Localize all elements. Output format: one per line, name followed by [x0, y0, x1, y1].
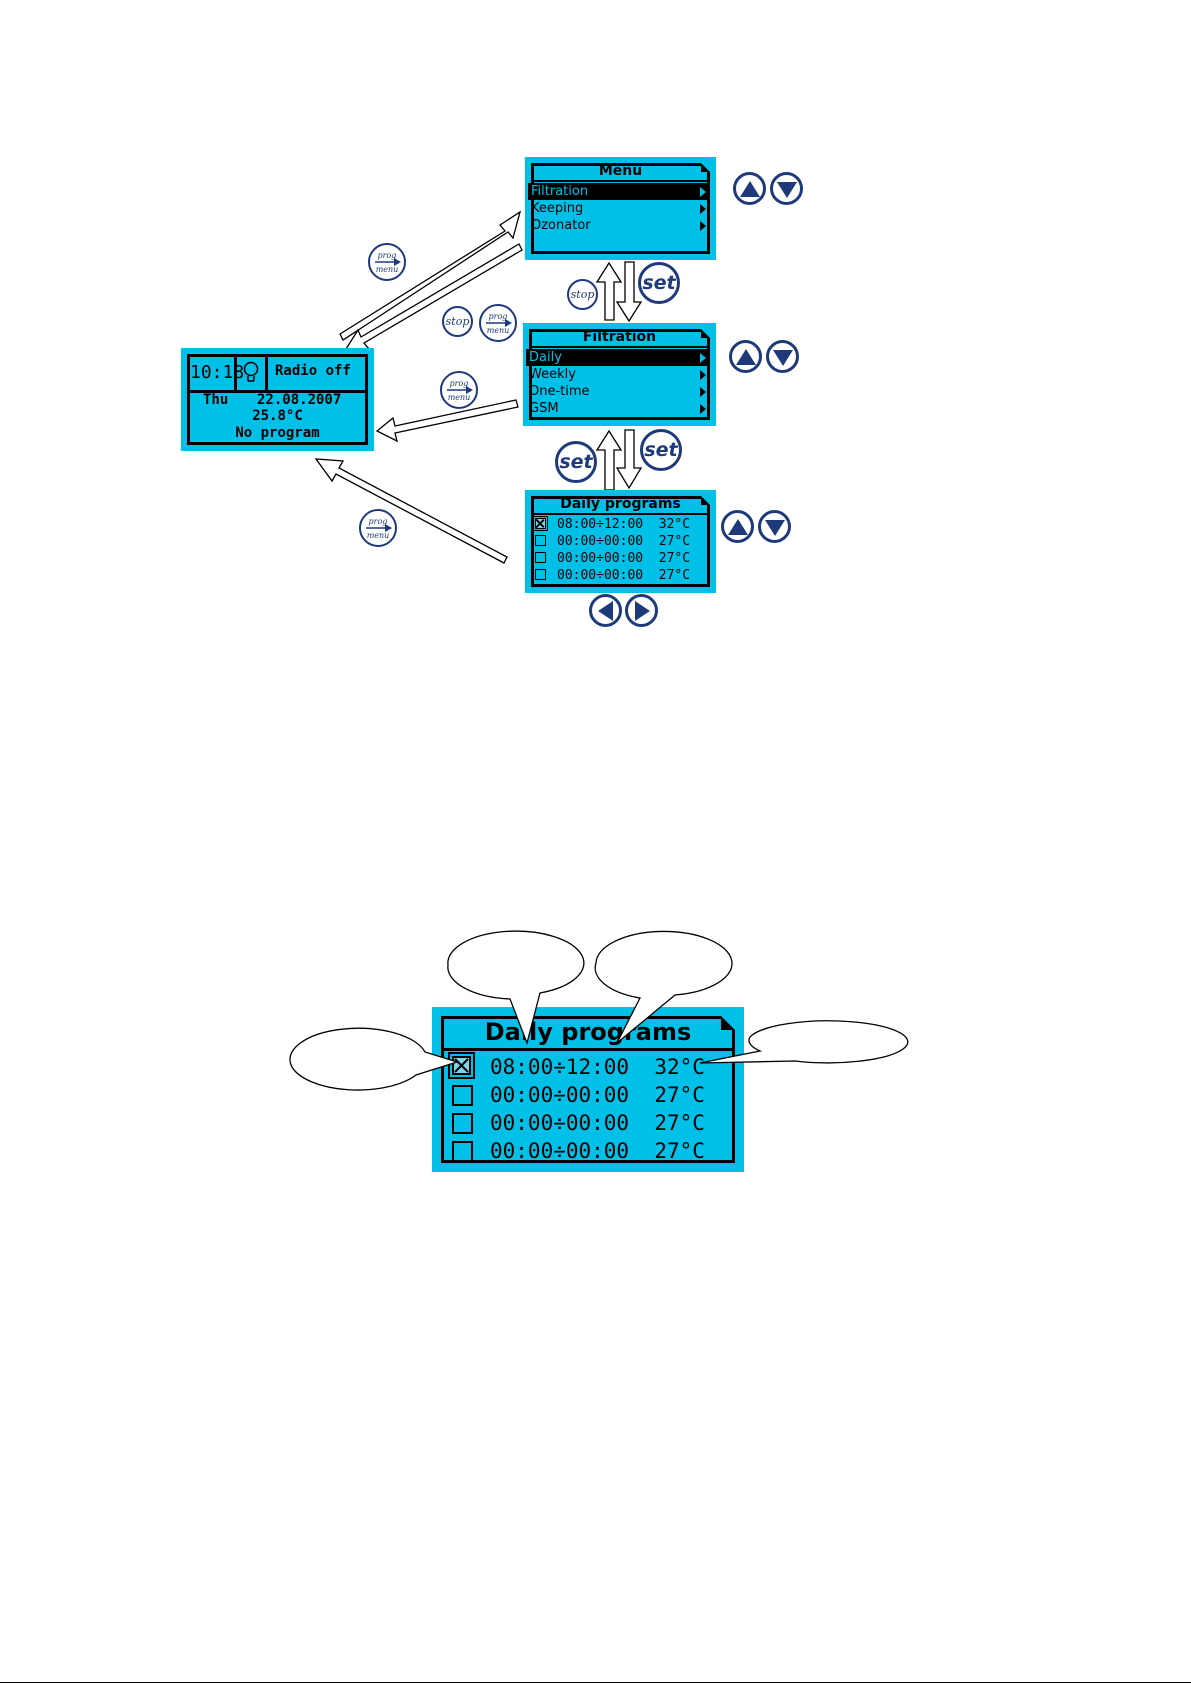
- daily-screen: Daily programs 08:00÷12:00 32°C 00:00÷00…: [525, 490, 716, 593]
- arrow-up-icon: [740, 181, 760, 197]
- arrow-down-icon: [773, 350, 793, 366]
- daily-row[interactable]: 00:00÷00:00 27°C: [535, 567, 706, 584]
- arrow-down-icon: [765, 520, 785, 536]
- checkbox-icon[interactable]: [452, 1141, 473, 1162]
- arrow-left-icon: [598, 601, 613, 621]
- prog-menu-button[interactable]: prog menu: [440, 371, 478, 409]
- up-button[interactable]: [733, 172, 766, 205]
- filtration-screen: Filtration Daily Weekly One-time GSM: [523, 323, 716, 426]
- menu-item-ozonator[interactable]: Ozonator: [531, 217, 708, 234]
- arrow-right-icon: [486, 319, 512, 327]
- filtration-item-gsm[interactable]: GSM: [529, 400, 708, 417]
- checkbox-icon[interactable]: [452, 1085, 473, 1106]
- dogear-icon: [701, 496, 710, 505]
- arrow-down-icon: [777, 182, 797, 198]
- detail-row[interactable]: 00:00÷00:00 27°C: [452, 1081, 705, 1109]
- arrow-right-icon: [447, 386, 473, 394]
- chevron-right-icon: [700, 204, 706, 214]
- prog-menu-button[interactable]: prog menu: [368, 243, 406, 281]
- detail-row[interactable]: 00:00÷00:00 27°C: [452, 1137, 705, 1165]
- detail-row[interactable]: 00:00÷00:00 27°C: [452, 1109, 705, 1137]
- home-time: 10:18: [190, 362, 245, 383]
- home-date: 22.08.2007: [257, 392, 342, 408]
- set-button[interactable]: set: [640, 429, 682, 471]
- home-radio: Radio off: [275, 363, 351, 379]
- daily-row[interactable]: 08:00÷12:00 32°C: [533, 516, 706, 533]
- right-button[interactable]: [625, 594, 658, 627]
- filtration-item-one-time[interactable]: One-time: [529, 383, 708, 400]
- stop-button[interactable]: stop: [567, 279, 598, 310]
- prog-menu-button[interactable]: prog menu: [479, 304, 517, 342]
- callout-checkbox: [289, 1027, 460, 1091]
- arrow-right-icon: [375, 258, 401, 266]
- home-col-divider-2: [265, 354, 268, 392]
- bulb-icon: [241, 360, 261, 390]
- arrow-right-icon: [366, 524, 392, 532]
- chevron-right-icon: [700, 353, 706, 363]
- checkbox-checked-icon[interactable]: [533, 516, 548, 531]
- menu-item-keeping[interactable]: Keeping: [531, 200, 708, 217]
- callout-temperature: [699, 1020, 909, 1064]
- arrow-filtration-to-home: [375, 399, 519, 443]
- detail-screen: Daily programs 08:00÷12:00 32°C 00:00÷00…: [432, 1007, 744, 1172]
- callout-end-time: [594, 930, 733, 1044]
- menu-item-filtration[interactable]: Filtration: [528, 183, 708, 200]
- dogear-icon: [701, 329, 710, 338]
- checkbox-icon[interactable]: [452, 1113, 473, 1134]
- callout-start-time: [447, 930, 585, 1046]
- checkbox-icon[interactable]: [535, 569, 546, 580]
- arrow-filtration-to-daily: [615, 429, 643, 490]
- chevron-right-icon: [700, 221, 706, 231]
- arrow-daily-to-filtration: [595, 429, 623, 491]
- checkbox-icon[interactable]: [535, 535, 546, 546]
- dogear-icon: [721, 1016, 735, 1030]
- arrow-right-icon: [635, 601, 650, 621]
- set-button[interactable]: set: [555, 441, 597, 483]
- daily-row[interactable]: 00:00÷00:00 27°C: [535, 533, 706, 550]
- down-button[interactable]: [758, 510, 791, 543]
- chevron-right-icon: [700, 387, 706, 397]
- arrow-home-to-menu: [339, 210, 522, 341]
- page-bottom-rule: [0, 1682, 1191, 1683]
- filtration-title: Filtration: [529, 329, 710, 348]
- left-button[interactable]: [589, 594, 622, 627]
- arrow-daily-to-home: [314, 458, 508, 564]
- home-temperature: 25.8°C: [252, 408, 303, 424]
- chevron-right-icon: [700, 187, 706, 197]
- stop-button[interactable]: stop: [442, 306, 473, 337]
- filtration-item-weekly[interactable]: Weekly: [529, 366, 708, 383]
- chevron-right-icon: [700, 404, 706, 414]
- home-screen: 10:18 Radio off Thu 22.08.2007 25.8°C No…: [181, 348, 374, 451]
- up-button[interactable]: [721, 510, 754, 543]
- chevron-right-icon: [700, 370, 706, 380]
- set-button[interactable]: set: [638, 262, 680, 304]
- down-button[interactable]: [766, 340, 799, 373]
- menu-screen: Menu Filtration Keeping Ozonator: [525, 157, 716, 260]
- arrow-up-icon: [728, 519, 748, 535]
- arrow-filtration-to-menu: [595, 261, 623, 321]
- menu-title: Menu: [531, 163, 710, 182]
- filtration-item-daily[interactable]: Daily: [526, 349, 708, 366]
- home-program: No program: [235, 425, 320, 441]
- arrow-menu-to-home: [344, 243, 523, 350]
- home-top-divider: [187, 390, 368, 393]
- checkbox-checked-icon[interactable]: [448, 1052, 475, 1079]
- down-button[interactable]: [770, 172, 803, 205]
- dogear-icon: [701, 163, 710, 172]
- up-button[interactable]: [729, 340, 762, 373]
- daily-title: Daily programs: [531, 496, 710, 515]
- arrow-up-icon: [736, 349, 756, 365]
- home-col-divider-1: [234, 354, 237, 392]
- arrow-menu-to-filtration: [615, 261, 643, 323]
- checkbox-icon[interactable]: [535, 552, 546, 563]
- detail-row[interactable]: 08:00÷12:00 32°C: [448, 1052, 705, 1081]
- daily-row[interactable]: 00:00÷00:00 27°C: [535, 550, 706, 567]
- prog-menu-button[interactable]: prog menu: [359, 509, 397, 547]
- home-day: Thu: [203, 392, 229, 408]
